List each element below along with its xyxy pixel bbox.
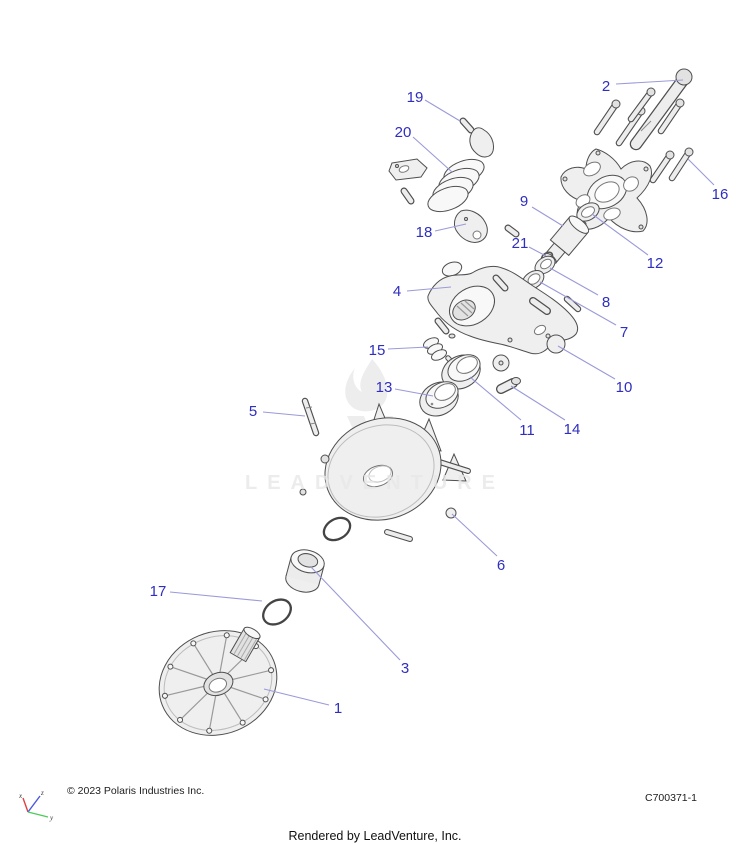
callout-label-2[interactable]: 2	[602, 78, 610, 95]
oring-small	[322, 516, 352, 542]
part-10-plug	[546, 334, 566, 354]
callout-leader-15	[387, 346, 429, 350]
part-13-bushing	[419, 381, 459, 417]
callout-leader-17	[169, 591, 263, 602]
callout-label-9[interactable]: 9	[520, 193, 528, 210]
bushing-dimple	[430, 402, 434, 406]
part-19-pin	[459, 117, 475, 134]
callout-leader-1	[263, 688, 330, 706]
part-3-bushing	[285, 549, 325, 593]
bracket-plate	[388, 158, 428, 181]
callout-label-17[interactable]: 17	[150, 583, 167, 600]
part-movable-sheave-disc	[299, 417, 442, 521]
callout-leader-11	[469, 376, 522, 421]
axis-triad-icon: x z y	[18, 789, 54, 822]
axis-y-line	[27, 811, 49, 818]
callout-leader-5	[262, 411, 306, 417]
axis-y-label: y	[49, 814, 54, 822]
rendered-by-text: Rendered by LeadVenture, Inc.	[288, 829, 461, 843]
part-1-fixed-sheave	[158, 626, 278, 736]
callout-label-7[interactable]: 7	[620, 324, 628, 341]
callout-label-12[interactable]: 12	[647, 255, 664, 272]
axis-x-line	[22, 797, 29, 813]
callout-label-6[interactable]: 6	[497, 557, 505, 574]
callout-leader-16	[687, 158, 715, 186]
small-pin	[400, 187, 415, 205]
mounting-bolts	[593, 87, 694, 184]
callout-label-10[interactable]: 10	[616, 379, 633, 396]
callout-leader-9	[531, 206, 564, 227]
bolt-icon	[627, 87, 656, 123]
callout-leader-4	[406, 286, 452, 292]
callout-leader-8	[549, 267, 599, 296]
clutch-housing-casting	[427, 265, 579, 355]
callout-label-16[interactable]: 16	[712, 186, 729, 203]
callout-label-19[interactable]: 19	[407, 89, 424, 106]
bolt-icon	[649, 150, 675, 184]
bolt-icon	[668, 147, 694, 182]
callout-label-13[interactable]: 13	[376, 379, 393, 396]
callout-label-1[interactable]: 1	[334, 700, 342, 717]
part-14-roller-pin	[496, 377, 521, 394]
part-8-washer	[534, 255, 556, 275]
callout-leader-20	[412, 136, 453, 173]
leadventure-watermark: LEADVENTURE	[245, 472, 505, 494]
callout-label-18[interactable]: 18	[416, 224, 433, 241]
part-18-weight-arm	[453, 209, 488, 243]
sheave-splined-stub	[229, 626, 261, 663]
axis-z-label: z	[40, 789, 44, 797]
callout-label-14[interactable]: 14	[564, 421, 581, 438]
callout-label-21[interactable]: 21	[512, 235, 529, 252]
small-pin	[504, 224, 520, 238]
part-2-pivot-shaft	[629, 68, 693, 151]
part-5-pin	[301, 397, 320, 437]
callout-label-20[interactable]: 20	[395, 124, 412, 141]
part-17-oring	[262, 598, 292, 626]
roller-bushing	[576, 202, 600, 222]
callout-label-5[interactable]: 5	[249, 403, 257, 420]
bolt-icon	[593, 99, 621, 136]
callout-leader-2	[615, 79, 684, 85]
callout-leader-6	[451, 513, 498, 557]
callout-label-15[interactable]: 15	[369, 342, 386, 359]
callout-leader-12	[591, 213, 649, 256]
bolt-icon	[657, 98, 685, 135]
callout-label-8[interactable]: 8	[602, 294, 610, 311]
roller-disc-hole	[498, 360, 504, 366]
cam-horn	[469, 127, 494, 158]
housing-pins	[434, 274, 582, 339]
callout-label-4[interactable]: 4	[393, 283, 401, 300]
copyright-text: © 2023 Polaris Industries Inc.	[67, 785, 204, 797]
callout-leader-14	[510, 385, 566, 421]
diagram-code: C700371-1	[645, 792, 697, 804]
callout-label-3[interactable]: 3	[401, 660, 409, 677]
callout-leader-18	[434, 223, 467, 232]
callout-leader-10	[557, 345, 616, 380]
callout-leader-21	[528, 246, 547, 257]
axis-z-line	[27, 795, 41, 813]
part-20-spring	[427, 158, 485, 213]
part-11-bushing	[441, 354, 481, 390]
callout-leader-19	[424, 99, 461, 122]
axis-x-label: x	[18, 792, 23, 800]
callout-label-11[interactable]: 11	[519, 422, 535, 439]
callout-leader-7	[539, 281, 617, 326]
short-rod	[384, 529, 413, 542]
callout-leader-3	[310, 566, 401, 661]
callout-leader-13	[394, 388, 434, 397]
